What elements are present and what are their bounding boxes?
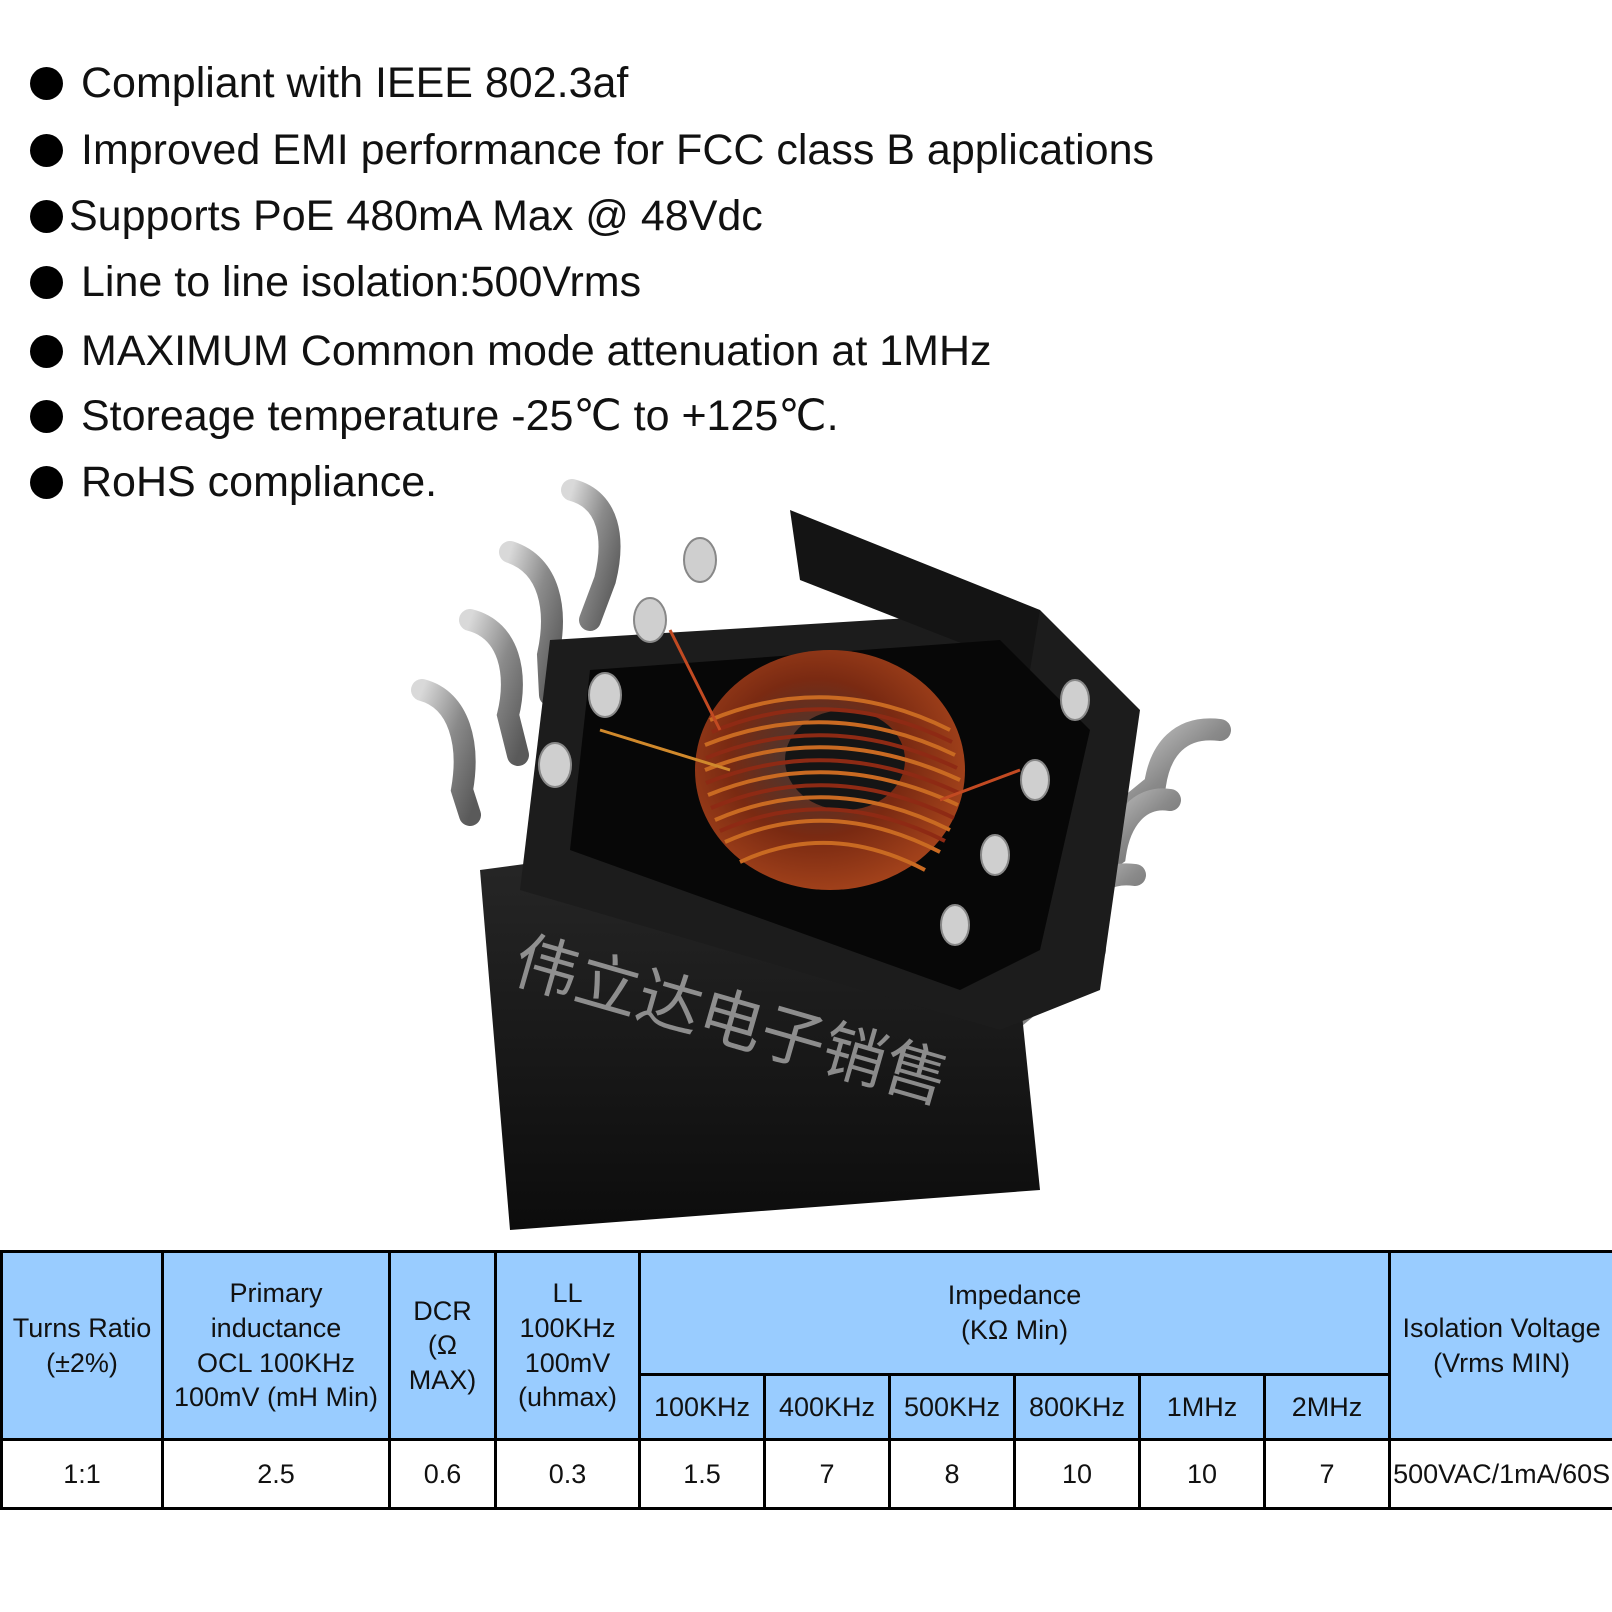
header-impedance-freq: 500KHz [888, 1373, 1016, 1441]
feature-item: Storeage temperature -25℃ to +125℃. [30, 395, 839, 438]
feature-item: Compliant with IEEE 802.3af [30, 62, 628, 105]
solder-pins [538, 537, 1090, 946]
header-primary-inductance: Primary inductance OCL 100KHz 100mV (mH … [161, 1250, 391, 1441]
cell-primary-inductance: 2.5 [161, 1438, 391, 1510]
feature-item: Supports PoE 480mA Max @ 48Vdc [30, 195, 763, 238]
cell-impedance: 10 [1138, 1438, 1266, 1510]
feature-text: Storeage temperature -25℃ to +125℃. [81, 392, 839, 440]
header-impedance-freq: 2MHz [1262, 1373, 1392, 1441]
table-row: 1:1 2.5 0.6 0.3 1.5 7 8 10 10 7 500VAC/1… [0, 1438, 1612, 1510]
feature-text: Line to line isolation:500Vrms [81, 258, 642, 306]
cell-dcr: 0.6 [388, 1438, 497, 1510]
header-isolation-voltage: Isolation Voltage (Vrms MIN) [1388, 1250, 1612, 1441]
feature-item: MAXIMUM Common mode attenuation at 1MHz [30, 330, 992, 373]
cell-ll: 0.3 [494, 1438, 641, 1510]
bullet-icon [30, 400, 63, 433]
cell-impedance: 8 [888, 1438, 1016, 1510]
feature-item: RoHS compliance. [30, 461, 437, 504]
bullet-icon [30, 200, 63, 233]
feature-text: RoHS compliance. [81, 458, 438, 506]
feature-text: Supports PoE 480mA Max @ 48Vdc [69, 192, 763, 240]
cell-turns-ratio: 1:1 [0, 1438, 164, 1510]
header-impedance-freq: 1MHz [1138, 1373, 1266, 1441]
cell-impedance: 7 [763, 1438, 891, 1510]
transformer-photo: 伟立达电子销售 [411, 479, 1231, 1230]
toroid-coil [599, 629, 1021, 890]
cell-impedance: 1.5 [638, 1438, 766, 1510]
header-ll: LL 100KHz 100mV (uhmax) [494, 1250, 641, 1441]
header-impedance: Impedance (KΩ Min) [637, 1250, 1392, 1376]
header-impedance-freq: 100KHz [638, 1373, 766, 1441]
header-impedance-freq: 800KHz [1013, 1373, 1141, 1441]
bullet-icon [30, 266, 63, 299]
cell-impedance: 7 [1262, 1438, 1392, 1510]
bullet-icon [30, 335, 63, 368]
header-dcr: DCR (Ω MAX) [388, 1250, 497, 1441]
left-leads [411, 479, 621, 826]
feature-text: Compliant with IEEE 802.3af [81, 59, 629, 107]
header-impedance-freq: 400KHz [763, 1373, 891, 1441]
subheader-row: 100KHz 400KHz 500KHz 800KHz 1MHz 2MHz [2, 1373, 1612, 1441]
feature-item: Line to line isolation:500Vrms [30, 261, 641, 304]
feature-text: Improved EMI performance for FCC class B… [81, 126, 1155, 174]
cell-isolation-voltage: 500VAC/1mA/60S [1388, 1438, 1612, 1510]
bullet-icon [30, 466, 63, 499]
bullet-icon [30, 134, 63, 167]
bullet-icon [30, 67, 63, 100]
housing-back-wall [790, 510, 1040, 670]
cell-impedance: 10 [1013, 1438, 1141, 1510]
feature-text: MAXIMUM Common mode attenuation at 1MHz [81, 327, 992, 375]
spec-table: Turns Ratio (±2%) Primary inductance OCL… [0, 1250, 1612, 1510]
feature-item: Improved EMI performance for FCC class B… [30, 129, 1154, 172]
header-row: Turns Ratio (±2%) Primary inductance OCL… [0, 1250, 1612, 1441]
header-turns-ratio: Turns Ratio (±2%) [0, 1250, 164, 1441]
